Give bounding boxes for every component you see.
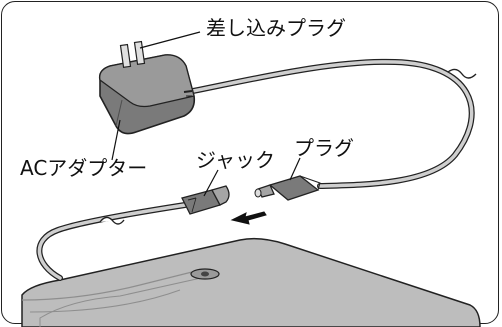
ac-adapter-label: ACアダプター	[20, 156, 148, 180]
plug-connector	[254, 175, 321, 201]
plug-top-label: 差し込みプラグ	[206, 16, 346, 40]
jack-label: ジャック	[196, 148, 275, 172]
ac-adapter-icon	[98, 40, 196, 135]
jack-connector	[181, 185, 230, 215]
body-cable	[36, 202, 188, 281]
dc-in-port-icon	[190, 268, 220, 280]
left-arrow-icon	[230, 211, 267, 225]
adapter-cable	[185, 58, 477, 189]
plug-label: プラグ	[294, 136, 354, 160]
leader-lines	[111, 31, 301, 197]
laptop-body	[21, 237, 481, 327]
